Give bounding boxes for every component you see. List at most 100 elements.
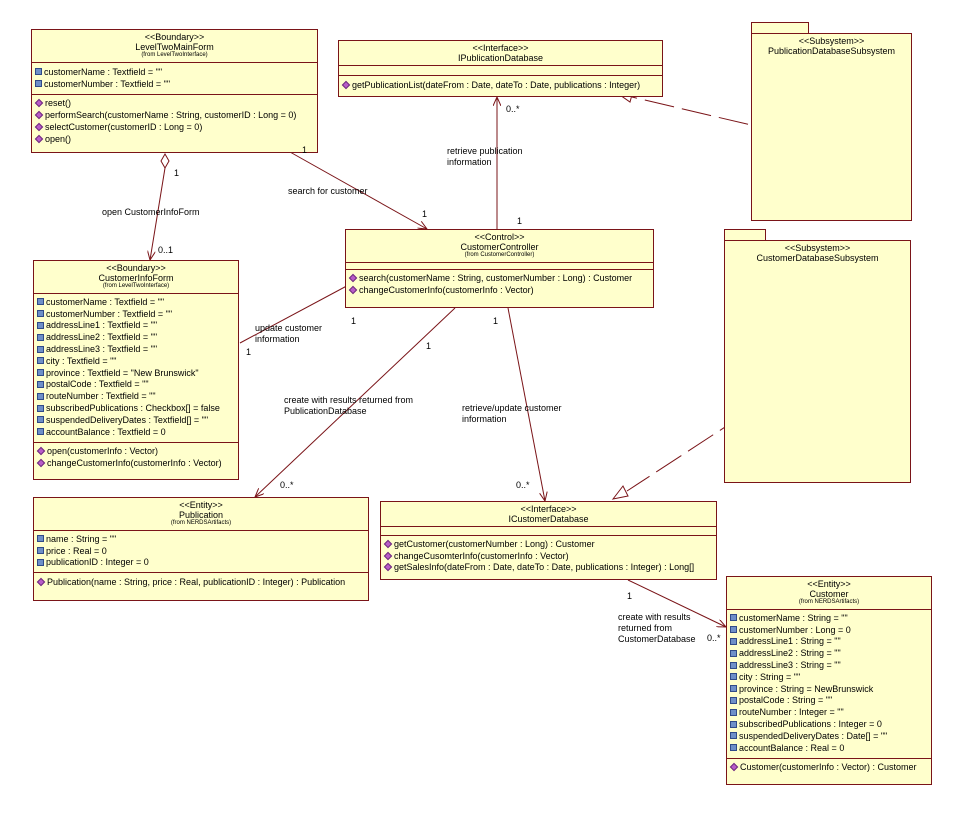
stereotype: <<Entity>> [179, 500, 223, 510]
attribute-icon [730, 720, 737, 728]
operation-icon [34, 134, 44, 144]
operation-text: Customer(customerInfo : Vector) : Custom… [740, 762, 917, 773]
operations-compartment: getCustomer(customerNumber : Long) : Cus… [381, 536, 716, 577]
class-header: <<Interface>> ICustomerDatabase [381, 502, 716, 527]
association-label: create with results returned from [284, 395, 414, 405]
association-label: retrieve/update customer [462, 403, 562, 413]
retrieve-update-customer-association [507, 307, 545, 501]
class-header: <<Boundary>> CustomerInfoForm (from Leve… [34, 261, 238, 294]
operation-row: getSalesInfo(dateFrom : Date, dateTo : D… [383, 562, 714, 574]
attribute-row: addressLine2 : Textfield = "" [37, 331, 236, 343]
class-origin: (from LevelTwoInterface) [141, 52, 208, 58]
class-origin: (from CustomerController) [464, 252, 535, 258]
multiplicity-label: 1 [351, 316, 357, 326]
attribute-icon [730, 614, 737, 622]
attribute-row: postalCode : String = "" [730, 695, 929, 707]
attribute-text: customerName : Textfield = "" [44, 66, 163, 77]
attribute-text: routeNumber : Textfield = "" [46, 391, 156, 402]
attribute-text: addressLine1 : Textfield = "" [46, 320, 158, 331]
attribute-icon [35, 80, 42, 88]
attribute-text: city : String = "" [739, 671, 801, 682]
publication-class[interactable]: <<Entity>> Publication (from NERDSArtifa… [33, 497, 369, 601]
operation-row: search(customerName : String, customerNu… [348, 272, 651, 284]
attribute-row: subscribedPublications : Integer = 0 [730, 718, 929, 730]
multiplicity-label: 1 [422, 209, 428, 219]
attribute-text: customerNumber : Textfield = "" [44, 78, 171, 89]
create-publication-association [255, 307, 456, 497]
realization-arrowhead-customer [611, 485, 629, 500]
multiplicity-label: 0..* [707, 633, 721, 643]
operation-icon [34, 111, 44, 120]
customer-class[interactable]: <<Entity>> Customer (from NERDSArtifacts… [726, 576, 932, 785]
attribute-row: customerNumber : Textfield = "" [37, 308, 236, 320]
attribute-text: addressLine2 : Textfield = "" [46, 332, 158, 343]
stereotype: <<Subsystem>> [784, 243, 851, 253]
attribute-text: province : String = NewBrunswick [739, 683, 874, 694]
operation-text: getCustomer(customerNumber : Long) : Cus… [394, 538, 595, 549]
attribute-row: name : String = "" [37, 533, 366, 545]
class-header: <<Boundary>> LevelTwoMainForm (from Leve… [32, 30, 317, 63]
multiplicity-label: 1 [174, 168, 180, 178]
attribute-icon [730, 708, 737, 716]
attribute-text: addressLine3 : Textfield = "" [46, 344, 158, 355]
operation-row: selectCustomer(customerID : Long = 0) [34, 121, 315, 133]
aggregation-diamond [160, 152, 170, 170]
multiplicity-label: 1 [627, 591, 633, 601]
icustomerdatabase-interface[interactable]: <<Interface>> ICustomerDatabase getCusto… [380, 501, 717, 580]
association-label: returned from [618, 623, 673, 633]
attribute-text: routeNumber : Integer = "" [739, 707, 844, 718]
attributes-compartment: customerName : Textfield = "" customerNu… [34, 294, 238, 443]
operation-text: changeCusomterInfo(customerInfo : Vector… [394, 550, 569, 561]
operation-text: open(customerInfo : Vector) [47, 446, 159, 457]
attribute-text: addressLine1 : String = "" [739, 636, 841, 647]
operation-icon [729, 763, 739, 772]
attribute-row: postalCode : Textfield = "" [37, 379, 236, 391]
attribute-text: city : Textfield = "" [46, 355, 117, 366]
ipublicationdatabase-interface[interactable]: <<Interface>> IPublicationDatabase getPu… [338, 40, 663, 97]
operation-icon [36, 459, 46, 468]
class-name: CustomerInfoForm [98, 273, 174, 283]
operation-icon [34, 122, 44, 132]
attribute-icon [37, 416, 44, 424]
attributes-compartment [346, 263, 653, 270]
stereotype: <<Boundary>> [106, 263, 166, 273]
attribute-row: price : Real = 0 [37, 545, 366, 557]
leveltwomainform-class[interactable]: <<Boundary>> LevelTwoMainForm (from Leve… [31, 29, 318, 153]
publicationdatabasesubsystem-package[interactable]: <<Subsystem>> PublicationDatabaseSubsyst… [751, 33, 912, 221]
class-header: <<Interface>> IPublicationDatabase [339, 41, 662, 66]
customerinfoform-class[interactable]: <<Boundary>> CustomerInfoForm (from Leve… [33, 260, 239, 480]
attribute-text: postalCode : String = "" [739, 695, 833, 706]
stereotype: <<Interface>> [520, 504, 577, 514]
attribute-icon [37, 535, 44, 543]
attribute-icon [37, 428, 44, 436]
association-label: update customer [255, 323, 323, 333]
open-customerinfoform-association [150, 167, 166, 260]
attribute-row: province : Textfield = "New Brunswick" [37, 367, 236, 379]
stereotype: <<Interface>> [472, 43, 529, 53]
customerdatabasesubsystem-package[interactable]: <<Subsystem>> CustomerDatabaseSubsystem [724, 240, 911, 483]
attribute-row: accountBalance : Real = 0 [730, 742, 929, 754]
attribute-icon [730, 661, 737, 669]
operation-icon [348, 285, 358, 294]
operation-text: getSalesInfo(dateFrom : Date, dateTo : D… [394, 562, 695, 573]
customercontroller-class[interactable]: <<Control>> CustomerController (from Cus… [345, 229, 654, 308]
attribute-icon [730, 732, 737, 740]
stereotype: <<Subsystem>> [798, 36, 865, 46]
attribute-row: city : Textfield = "" [37, 355, 236, 367]
attribute-row: addressLine3 : Textfield = "" [37, 343, 236, 355]
attribute-row: customerNumber : Long = 0 [730, 624, 929, 636]
operation-icon [383, 539, 393, 549]
attribute-icon [730, 649, 737, 657]
multiplicity-label: 0..* [506, 104, 520, 114]
update-customer-association [239, 281, 356, 344]
attribute-text: customerName : Textfield = "" [46, 296, 165, 307]
attribute-row: customerNumber : Textfield = "" [35, 78, 315, 90]
class-name: LevelTwoMainForm [135, 42, 214, 52]
operation-text: performSearch(customerName : String, cus… [45, 110, 297, 121]
attribute-row: customerName : String = "" [730, 612, 929, 624]
association-label: CustomerDatabase [618, 634, 696, 644]
class-name: IPublicationDatabase [457, 53, 544, 63]
attribute-icon [730, 744, 737, 752]
operation-icon [34, 99, 44, 108]
operation-text: Publication(name : String, price : Real,… [47, 577, 346, 588]
